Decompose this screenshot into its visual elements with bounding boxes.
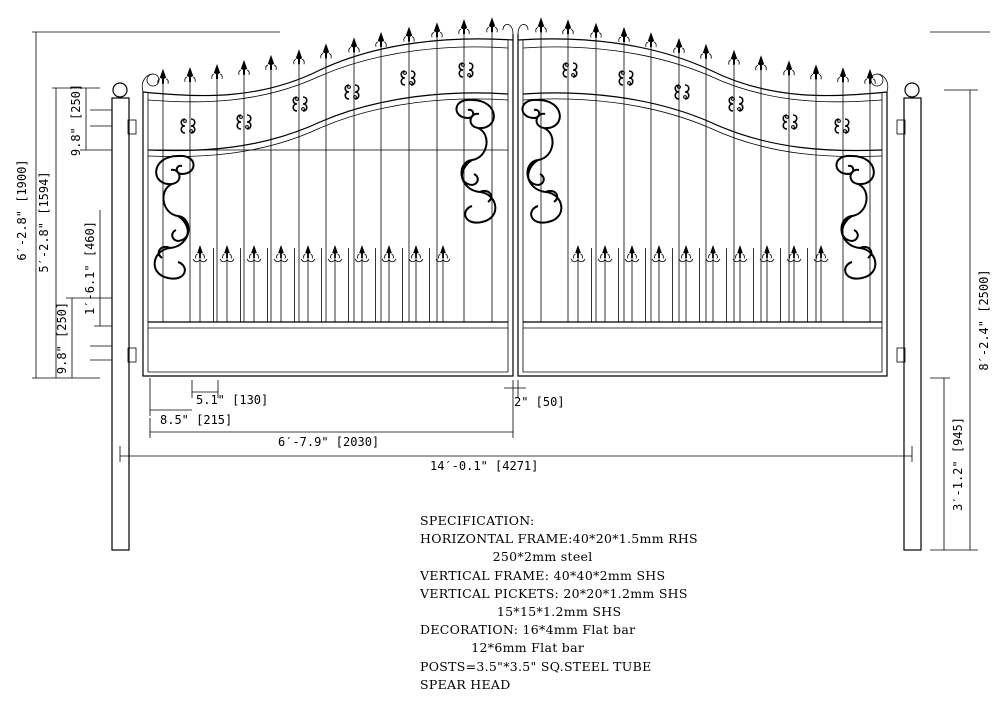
dim-height-945: 3′-1.2" [945] <box>951 417 965 511</box>
spec-title: SPECIFICATION: <box>420 513 535 528</box>
right-gate-leaf <box>517 24 889 377</box>
cc-scroll-icon <box>458 62 474 78</box>
dim-width-4271: 14′-0.1" [4271] <box>430 459 538 473</box>
spear-head-icon <box>293 48 305 65</box>
spec-line: 12*6mm Flat bar <box>420 640 585 656</box>
spear-head-icon <box>618 26 630 43</box>
spear-head-icon <box>238 59 250 76</box>
spear-head-icon <box>645 31 657 48</box>
dim-height-2500: 8′-2.4" [2500] <box>977 269 991 370</box>
spear-head-icon <box>673 37 685 54</box>
cc-scroll-icon <box>834 118 850 134</box>
spear-head-icon <box>864 68 876 85</box>
spear-head-icon <box>755 54 767 71</box>
spec-line: VERTICAL PICKETS: 20*20*1.2mm SHS <box>420 585 688 601</box>
spear-head-icon <box>320 43 332 59</box>
s-scroll-icon <box>835 154 877 280</box>
left-post <box>111 82 137 551</box>
spear-head-icon <box>157 68 169 85</box>
spec-line: VERTICAL FRAME: 40*40*2mm SHS <box>420 567 666 583</box>
s-scroll-icon <box>455 98 497 224</box>
vertical-pickets <box>157 16 876 322</box>
spear-head-icon <box>562 18 574 35</box>
cc-scroll-icon <box>674 84 690 100</box>
spec-line: DECORATION: 16*4mm Flat bar <box>420 622 636 638</box>
dim-height-1594: 5′-2.8" [1594] <box>37 171 51 272</box>
cc-scroll-icon <box>782 114 798 130</box>
s-scroll-icon <box>521 98 563 224</box>
spear-head-icon <box>265 54 277 71</box>
spear-head-icon <box>783 59 795 76</box>
dim-height-250-top: 9.8" [250] <box>69 84 83 156</box>
dim-height-250-bottom: 9.8" [250] <box>55 302 69 374</box>
dim-width-50: 2" [50] <box>514 395 565 409</box>
cc-scroll-icon <box>728 96 744 112</box>
spear-head-icon <box>211 63 223 80</box>
dimension-lines: 6′-2.8" [1900] 5′-2.8" [1594] 9.8" [250]… <box>15 31 991 551</box>
spear-head-icon <box>458 18 470 35</box>
spec-line: POSTS=3.5"*3.5" SQ.STEEL TUBE <box>420 658 652 674</box>
cc-scroll-icon <box>618 70 634 86</box>
spear-head-icon <box>535 16 547 33</box>
cc-scroll-icon <box>400 70 416 86</box>
spear-head-icon <box>375 31 387 48</box>
specification-block: SPECIFICATION: HORIZONTAL FRAME:40*20*1.… <box>420 512 698 694</box>
spear-head-icon <box>837 66 849 83</box>
spec-line: HORIZONTAL FRAME:40*20*1.5mm RHS <box>420 531 698 547</box>
spec-line: 250*2mm steel <box>420 549 593 565</box>
right-post <box>896 82 922 551</box>
dim-height-1900: 6′-2.8" [1900] <box>15 159 29 260</box>
cc-scroll-icon <box>344 84 360 100</box>
spear-head-icon <box>403 26 415 43</box>
s-scroll-icon <box>153 154 195 280</box>
spear-head-icon <box>184 66 196 83</box>
left-gate-leaf <box>141 24 514 377</box>
spec-line: 15*15*1.2mm SHS <box>420 604 622 620</box>
spear-head-icon <box>700 43 712 60</box>
spear-head-icon <box>431 21 443 38</box>
spec-line: SPEAR HEAD <box>420 676 511 692</box>
spear-head-icon <box>486 16 498 33</box>
cc-scroll-icon <box>562 62 578 78</box>
cc-scroll-icon <box>180 118 196 134</box>
dim-height-460: 1′-6.1" [460] <box>83 221 97 315</box>
dim-width-130: 5.1" [130] <box>196 393 268 407</box>
spear-head-icon <box>728 49 740 66</box>
dim-width-215: 8.5" [215] <box>160 413 232 427</box>
spear-head-icon <box>590 22 602 38</box>
spear-head-icon <box>348 37 360 53</box>
spear-head-icon <box>810 63 822 80</box>
cc-scroll-icon <box>292 96 308 112</box>
dim-width-2030: 6′-7.9" [2030] <box>278 435 379 449</box>
